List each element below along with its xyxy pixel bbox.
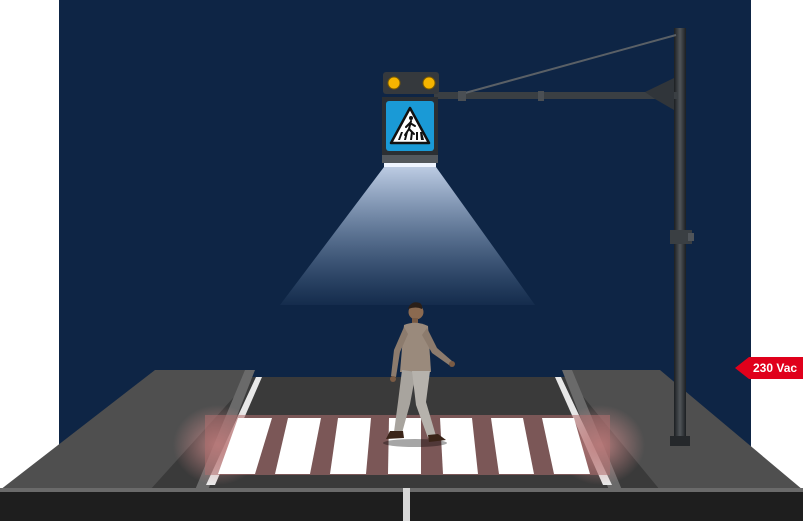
ground-edge	[0, 488, 803, 492]
lamp-lens	[384, 163, 436, 167]
ground-front	[0, 490, 803, 521]
power-callout-label: 230 Vac	[749, 357, 803, 379]
pole-bracket-plate	[688, 233, 694, 241]
beacon-light-left	[388, 77, 400, 89]
sign-housing-bottom	[382, 155, 438, 163]
crosswalk-stripe	[440, 418, 478, 474]
pole-arm	[434, 92, 678, 99]
beacon-light-right	[423, 77, 435, 89]
pedestrian-hand	[390, 376, 396, 382]
callout-arrow-icon	[735, 357, 749, 379]
power-callout-tag: 230 Vac	[735, 357, 803, 379]
pole-arm-clamp	[538, 91, 544, 101]
pole-base	[670, 436, 690, 446]
pole-arm-clamp	[458, 91, 466, 101]
pedestrian-hand	[449, 361, 455, 367]
sign-assembly	[382, 72, 439, 167]
center-line	[403, 488, 410, 521]
